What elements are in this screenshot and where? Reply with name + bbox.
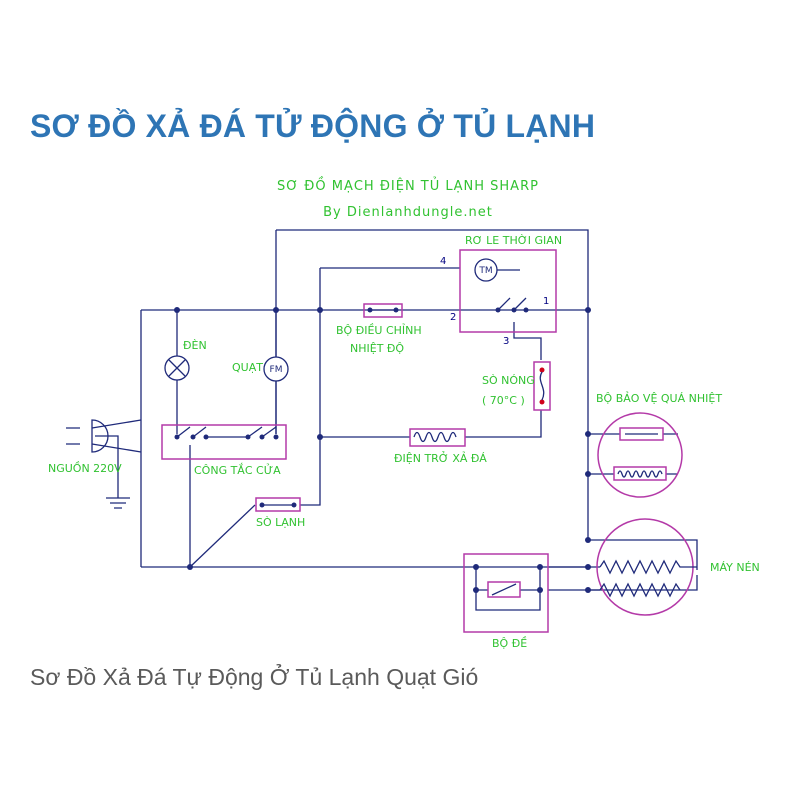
label-bimetal-2: ( 70°C ) — [482, 394, 525, 407]
door-switch-contacts — [174, 426, 279, 440]
image-caption: Sơ Đồ Xả Đá Tự Động Ở Tủ Lạnh Quạt Gió — [30, 664, 479, 690]
power-plug — [66, 419, 109, 453]
thermostat-symbol — [363, 303, 403, 318]
overheat-protector-circle — [597, 412, 683, 498]
starter-ptc — [487, 581, 521, 598]
label-lamp: ĐÈN — [183, 339, 207, 352]
label-overheat-protector: BỘ BẢO VỆ QUÁ NHIỆT — [596, 391, 722, 405]
compressor-circle — [596, 518, 694, 616]
page-title: SƠ ĐỒ XẢ ĐÁ TỬ ĐỘNG Ở TỦ LẠNH — [30, 108, 596, 144]
label-defrost-heater: ĐIỆN TRỞ XẢ ĐÁ — [394, 451, 487, 465]
fan-symbol — [263, 356, 289, 382]
label-door-switch: CÔNG TẮC CỬA — [194, 463, 281, 477]
terminal-4: 4 — [440, 256, 446, 267]
diagram-heading: SƠ ĐỒ MẠCH ĐIỆN TỦ LẠNH SHARP — [277, 177, 539, 194]
terminal-1: 1 — [543, 296, 549, 307]
label-starter: BỘ ĐỀ — [492, 636, 527, 650]
starter-box — [463, 553, 549, 633]
compressor-winding-run — [599, 559, 697, 575]
timer-relay-box — [459, 249, 557, 333]
fan-motor-symbol: FM — [270, 365, 283, 375]
terminal-3: 3 — [503, 336, 509, 347]
cold-sensor-symbol — [255, 497, 301, 512]
label-thermostat-1: BỘ ĐIỀU CHỈNH — [336, 323, 422, 337]
label-compressor: MÁY NÉN — [710, 561, 760, 574]
label-bimetal-1: SÒ NÓNG — [482, 374, 535, 387]
protector-heater — [613, 466, 667, 481]
bimetal-symbol — [533, 361, 551, 411]
timer-motor-symbol: TM — [478, 266, 492, 276]
defrost-heater-symbol — [409, 428, 466, 447]
compressor-winding-start — [599, 582, 681, 598]
terminal-2: 2 — [450, 312, 456, 323]
protector-contact — [619, 427, 664, 441]
label-power: NGUỒN 220V — [48, 461, 122, 475]
label-timer-relay: RƠ LE THỜI GIAN — [465, 234, 562, 247]
label-fan: QUẠT — [232, 361, 263, 374]
label-thermostat-2: NHIỆT ĐỘ — [350, 342, 404, 355]
diagram-byline: By Dienlanhdungle.net — [323, 205, 493, 220]
door-switch-box — [161, 424, 287, 460]
label-cold-sensor: SÒ LẠNH — [256, 516, 305, 529]
wires — [91, 229, 698, 611]
junction-dots — [174, 307, 591, 593]
